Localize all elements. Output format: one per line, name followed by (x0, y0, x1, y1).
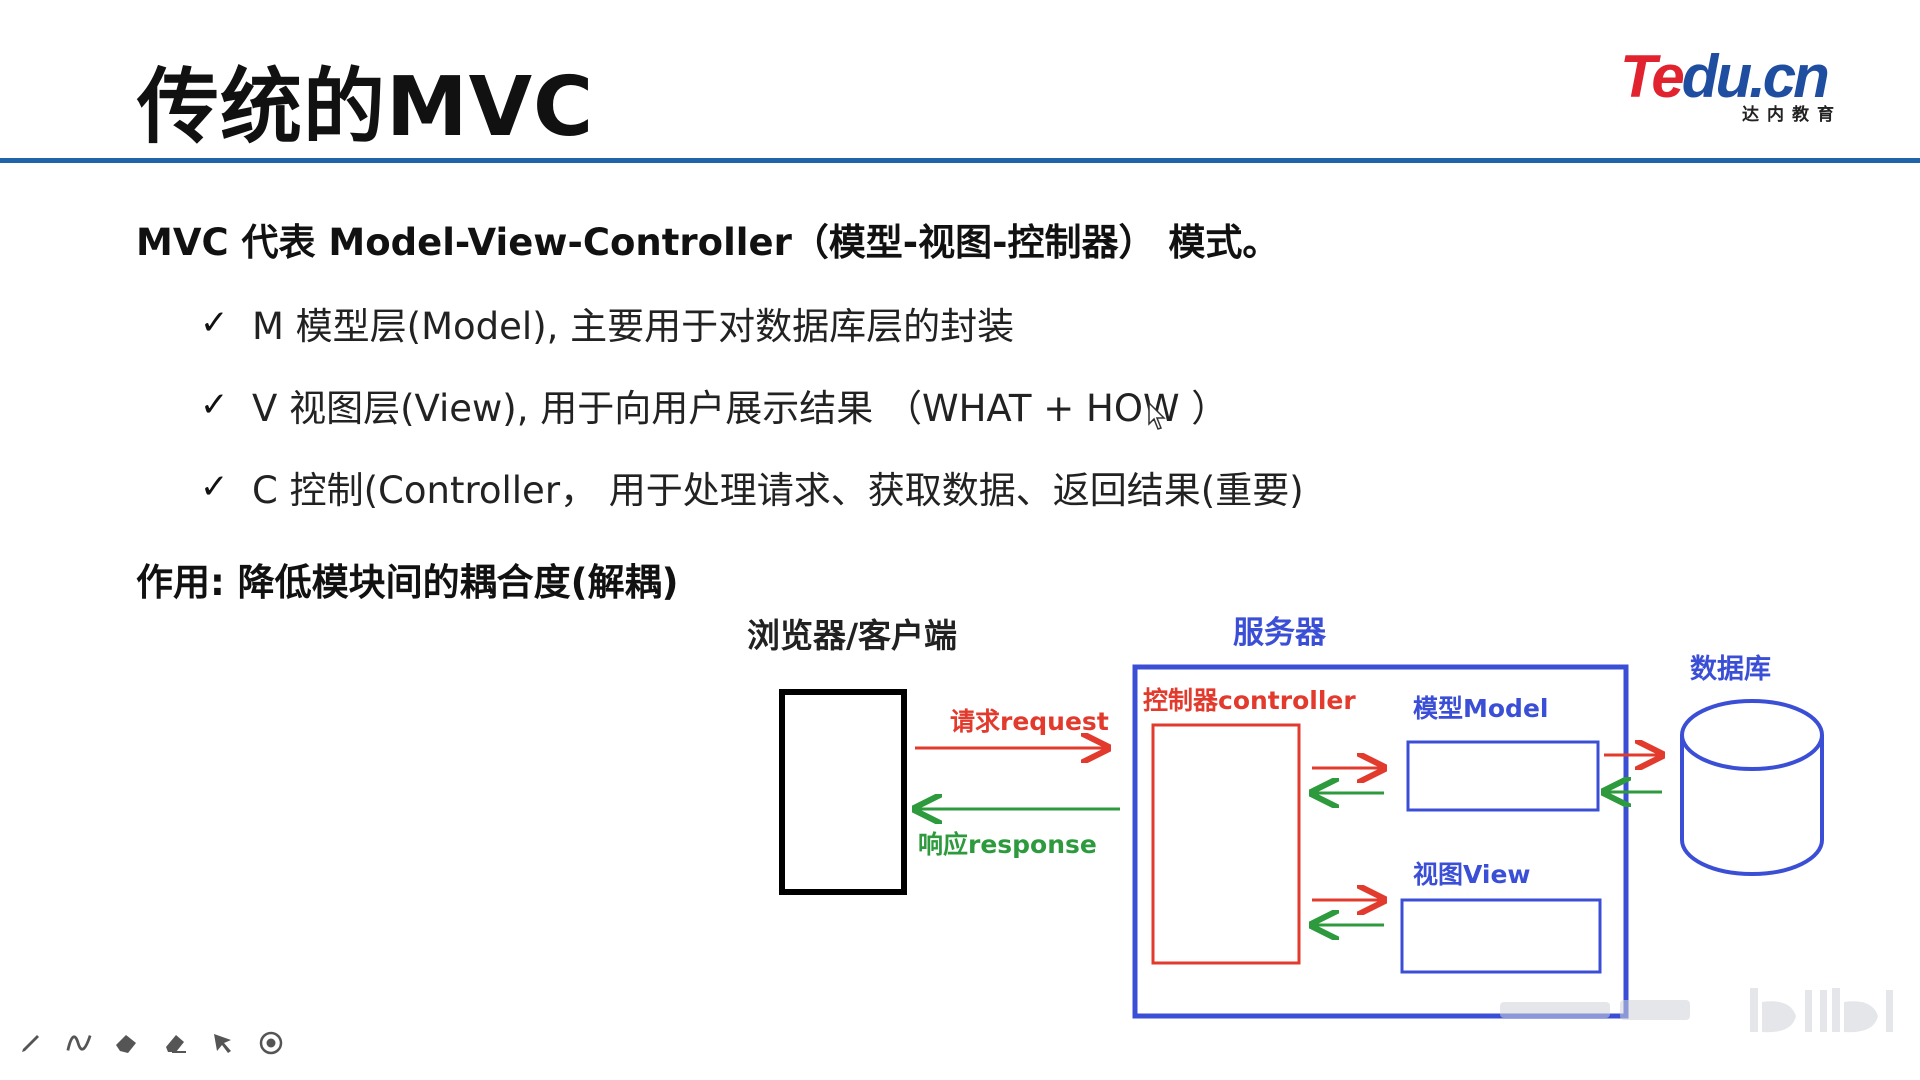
server-box (1132, 664, 1629, 1019)
client-box (779, 689, 907, 895)
curve-icon[interactable] (66, 1030, 92, 1056)
bullet-text: V 视图层(View), 用于向用户展示结果 （WHAT + HOW ） (252, 387, 1229, 430)
check-icon: ✓ (200, 467, 229, 507)
video-watermark (1500, 988, 1893, 1033)
response-label: 响应response (918, 830, 1097, 859)
mouse-cursor-icon (1148, 402, 1166, 430)
client-label: 浏览器/客户端 (747, 616, 957, 655)
pointer-icon[interactable] (210, 1030, 236, 1056)
logo-wordmark: Tedu.cn (1620, 43, 1830, 110)
check-icon: ✓ (200, 385, 229, 425)
record-icon[interactable] (258, 1030, 284, 1056)
effect-text: 作用: 降低模块间的耦合度(解耦) (136, 561, 679, 604)
view-label: 视图View (1413, 860, 1531, 889)
controller-box (1151, 723, 1301, 965)
request-label: 请求request (950, 707, 1109, 736)
view-box (1400, 898, 1602, 974)
pen-icon[interactable] (18, 1030, 44, 1056)
model-label: 模型Model (1413, 694, 1548, 723)
bullet-text: M 模型层(Model), 主要用于对数据库层的封装 (252, 305, 1015, 348)
annotation-toolbar (18, 1030, 284, 1056)
slide-title: 传统的MVC (137, 60, 595, 155)
logo-subtitle: 达内教育 (1742, 105, 1842, 125)
check-icon: ✓ (200, 303, 229, 343)
server-label: 服务器 (1233, 615, 1327, 651)
database-cylinder-icon (1680, 699, 1824, 876)
mvc-diagram: 浏览器/客户端 请求request 响应response 服务器 控制器cont… (747, 615, 1824, 1019)
bullet-text: C 控制(Controller， 用于处理请求、获取数据、返回结果(重要) (252, 469, 1304, 512)
title-divider (0, 158, 1920, 163)
model-box (1406, 740, 1600, 812)
eraser-icon[interactable] (162, 1030, 188, 1056)
database-label: 数据库 (1690, 654, 1771, 685)
controller-label: 控制器controller (1143, 686, 1356, 715)
bullet-view: ✓ V 视图层(View), 用于向用户展示结果 （WHAT + HOW ） (200, 378, 1228, 432)
bullet-controller: ✓ C 控制(Controller， 用于处理请求、获取数据、返回结果(重要) (200, 460, 1304, 514)
intro-text: MVC 代表 Model-View-Controller（模型-视图-控制器） … (136, 221, 1280, 264)
brand-logo: Tedu.cn 达内教育 (1620, 42, 1850, 132)
highlighter-icon[interactable] (114, 1030, 140, 1056)
bullet-model: ✓ M 模型层(Model), 主要用于对数据库层的封装 (200, 296, 1014, 350)
